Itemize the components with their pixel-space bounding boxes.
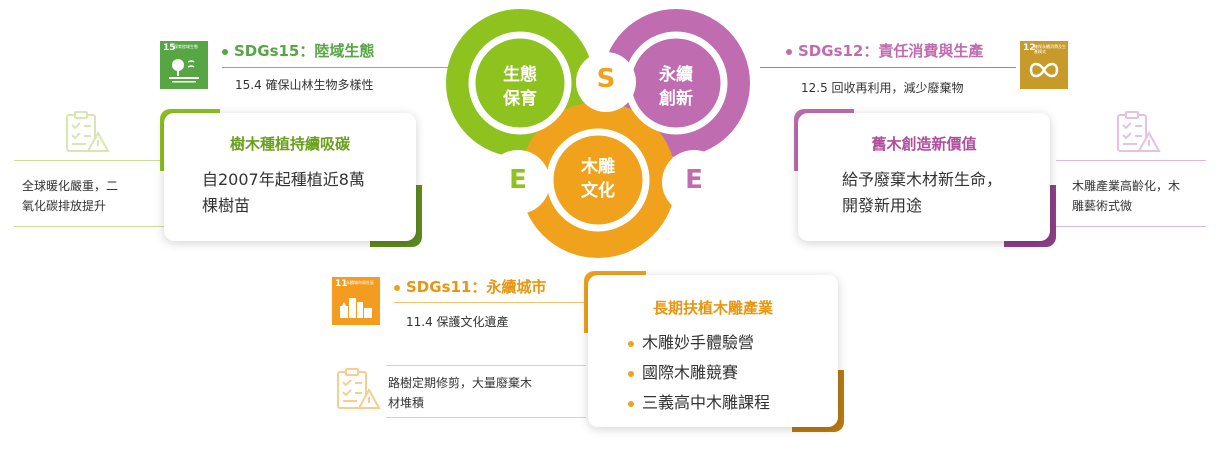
sdg12-divider	[760, 67, 1016, 68]
bottom-issue-divider-bottom	[386, 417, 586, 418]
left-issue-line-2: 氧化碳排放提升	[22, 199, 107, 213]
green-inner-ring	[468, 31, 572, 135]
right-card-line-2: 開發新用途	[842, 196, 923, 215]
sdg15-badge: 15 保育陸域生態	[160, 41, 208, 89]
bullet-dot	[628, 370, 634, 377]
bottom-issue-line-1: 路樹定期修剪，大量廢棄木	[388, 376, 533, 390]
s-letter-circle	[576, 52, 636, 112]
clipboard-warning-icon	[66, 111, 110, 152]
infinity-icon	[1029, 62, 1059, 78]
bottom-issue-line-2: 材堆積	[388, 396, 425, 410]
center-venn-graphic	[446, 9, 750, 258]
orange-circle-line-1: 木雕	[581, 157, 615, 177]
left-issue-divider-top	[14, 160, 164, 161]
left-issue-line-1: 全球暖化嚴重，二	[22, 179, 119, 193]
right-issue-line-1: 木雕產業高齡化，木	[1072, 179, 1181, 193]
bottom-card: 長期扶植木雕產業 木雕妙手體驗營 國際木雕競賽 三義高中木雕課程	[588, 275, 838, 427]
list-item-label: 三義高中木雕課程	[642, 393, 771, 412]
purple-circle-line-1: 永續	[659, 65, 693, 85]
sdg15-badge-number: 15	[163, 43, 176, 53]
bottom-issue-text: 路樹定期修剪，大量廢棄木 材堆積	[388, 373, 532, 413]
sdg12-badge-number: 12	[1023, 43, 1036, 53]
bottom-card-list: 木雕妙手體驗營 國際木雕競賽 三義高中木雕課程	[628, 328, 770, 418]
sdg15-title: SDGs15：陸域生態	[222, 40, 374, 61]
city-icon	[340, 298, 372, 318]
right-card-line-1: 給予廢棄木材新生命，	[842, 170, 1003, 189]
tree-land-icon	[169, 59, 199, 83]
purple-circle-line-2: 創新	[659, 89, 693, 109]
sdg11-badge-text: 永續城市與社區	[346, 280, 374, 285]
right-card: 舊木創造新價值 給予廢棄木材新生命， 開發新用途	[798, 113, 1050, 241]
list-item: 三義高中木雕課程	[628, 388, 770, 418]
sdg12-badge: 12 確保永續消費及生產模式	[1020, 41, 1068, 89]
left-card: 樹木種植持續吸碳 自2007年起種植近8萬 棵樹苗	[164, 113, 416, 241]
bullet-dot	[628, 400, 634, 407]
right-issue-divider-bottom	[1056, 226, 1206, 227]
list-item-label: 木雕妙手體驗營	[642, 333, 755, 352]
left-issue-text: 全球暖化嚴重，二 氧化碳排放提升	[22, 176, 118, 216]
list-item: 木雕妙手體驗營	[628, 328, 770, 358]
left-card-line-1: 自2007年起種植近8萬	[202, 170, 365, 189]
sdg11-title-text: SDGs11：永續城市	[406, 278, 547, 296]
sdg15-target: 15.4 確保山林生物多樣性	[235, 78, 374, 92]
letter-e-right: E	[685, 165, 703, 195]
right-issue-divider-top	[1056, 160, 1206, 161]
sdg12-target: 12.5 回收再利用，減少廢棄物	[801, 81, 964, 95]
right-card-body: 給予廢棄木材新生命， 開發新用途	[842, 167, 1002, 219]
sdg11-title: SDGs11：永續城市	[394, 276, 546, 297]
left-issue-divider-bottom	[14, 226, 164, 227]
sdg15-badge-text: 保育陸域生態	[174, 44, 198, 49]
sdg15-divider	[222, 67, 472, 68]
e-left-letter-circle	[486, 150, 550, 214]
sdg12-badge-text: 確保永續消費及生產模式	[1034, 44, 1066, 54]
bottom-card-title: 長期扶植木雕產業	[652, 299, 773, 317]
list-item: 國際木雕競賽	[628, 358, 770, 388]
right-card-title: 舊木創造新價值	[871, 135, 977, 153]
sdg15-title-dot	[222, 48, 228, 55]
sdg11-title-dot	[394, 284, 400, 291]
sdg11-badge: 11 永續城市與社區	[332, 277, 380, 325]
bullet-dot	[628, 340, 634, 347]
green-circle-line-1: 生態	[503, 65, 537, 85]
list-item-label: 國際木雕競賽	[642, 363, 739, 382]
orange-circle-line-2: 文化	[581, 181, 615, 201]
orange-circle-label: 木雕 文化	[572, 155, 624, 203]
sdg12-title-text: SDGs12：責任消費與生產	[798, 42, 984, 60]
bottom-issue-divider-top	[386, 365, 586, 366]
right-issue-text: 木雕產業高齡化，木 雕藝術式微	[1072, 176, 1180, 216]
clipboard-warning-icon	[337, 368, 381, 409]
green-circle-line-2: 保育	[503, 89, 537, 109]
clipboard-warning-icon	[1117, 111, 1161, 152]
left-card-line-2: 棵樹苗	[202, 196, 251, 215]
left-card-title: 樹木種植持續吸碳	[229, 135, 350, 153]
sdg11-divider	[394, 302, 586, 303]
sdg11-badge-number: 11	[335, 279, 348, 289]
right-issue-line-2: 雕藝術式微	[1072, 199, 1133, 213]
sdg12-title: SDGs12：責任消費與生產	[786, 40, 983, 61]
letter-e-left: E	[509, 165, 527, 195]
sdg15-title-text: SDGs15：陸域生態	[234, 42, 375, 60]
letter-s: S	[596, 64, 616, 94]
orange-inner-ring	[546, 128, 650, 232]
green-circle-label: 生態 保育	[494, 63, 546, 111]
left-card-body: 自2007年起種植近8萬 棵樹苗	[202, 167, 365, 219]
purple-circle-label: 永續 創新	[650, 63, 702, 111]
sdg11-target: 11.4 保護文化遺產	[406, 315, 509, 329]
sdg12-title-dot	[786, 48, 792, 55]
e-right-letter-circle	[662, 150, 726, 214]
